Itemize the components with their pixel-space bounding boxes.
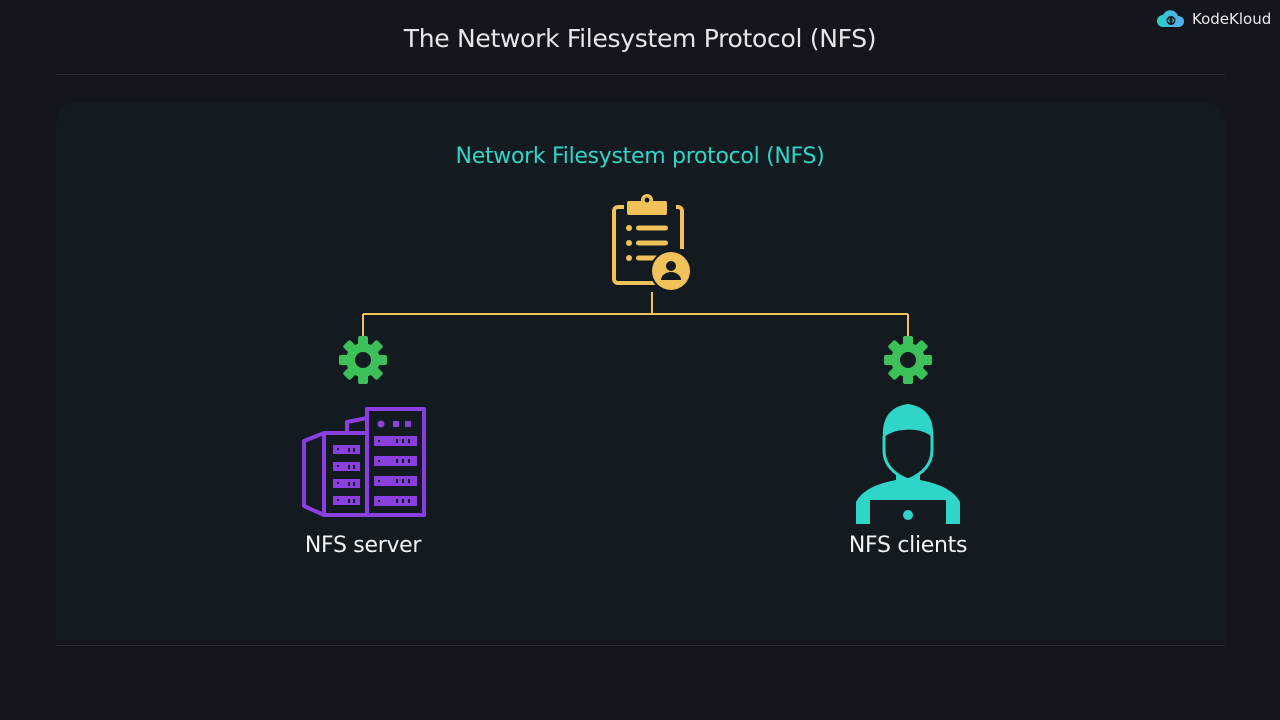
footer-divider — [56, 645, 1225, 646]
nfs-server-label: NFS server — [304, 533, 422, 558]
diagram-heading: Network Filesystem protocol (NFS) — [455, 144, 825, 169]
user-laptop-icon — [856, 404, 960, 524]
connector-lines — [362, 292, 909, 336]
cloud-logo-icon — [1157, 10, 1185, 27]
header-divider — [56, 74, 1225, 75]
server-building-icon — [302, 407, 426, 517]
gear-icon — [884, 336, 932, 384]
page-title: The Network Filesystem Protocol (NFS) — [403, 24, 877, 53]
brand-logo: KodeKloud — [1156, 8, 1271, 30]
brand-name: KodeKloud — [1192, 10, 1272, 28]
nfs-clients-label: NFS clients — [848, 533, 968, 558]
diagram-panel — [56, 102, 1225, 640]
clipboard-user-icon — [612, 194, 692, 292]
gear-icon — [339, 336, 387, 384]
